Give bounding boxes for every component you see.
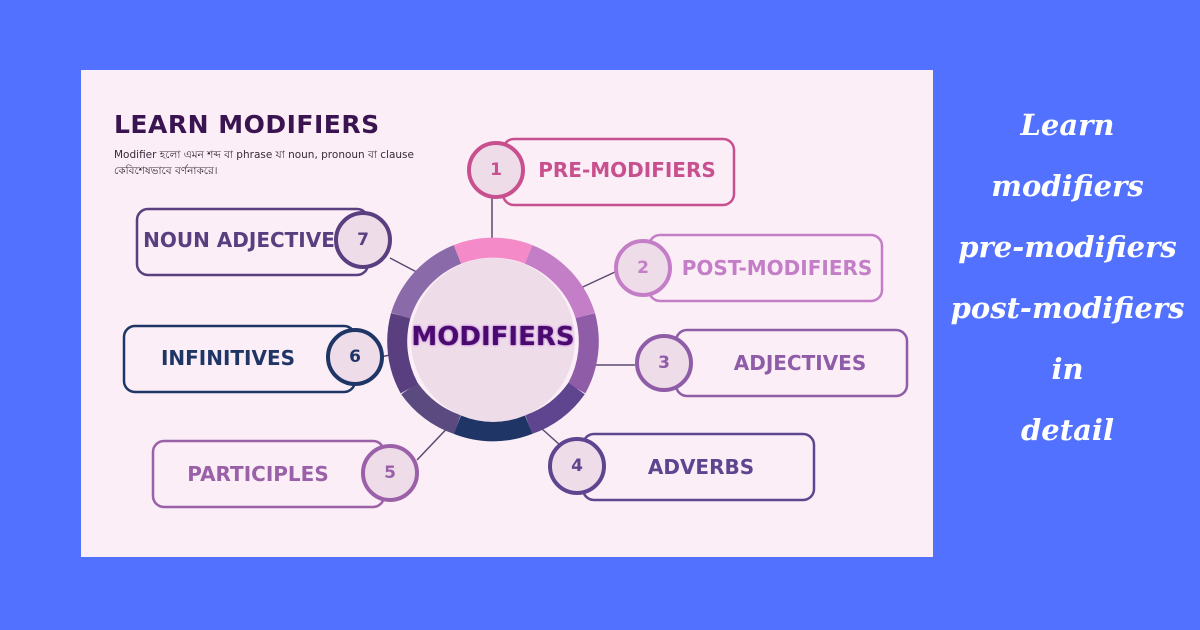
number-3: 3 (658, 353, 670, 373)
pill-1 (467, 137, 736, 207)
center-ring (387, 237, 599, 442)
label-noun-adjective: NOUN ADJECTIVE (143, 228, 335, 252)
label-participles: PARTICIPLES (187, 462, 329, 486)
label-infinitives: INFINITIVES (160, 346, 296, 370)
number-5: 5 (384, 463, 396, 483)
label-pre-modifiers: PRE-MODIFIERS (538, 158, 716, 182)
pill-7 (135, 207, 392, 277)
pill-2 (614, 233, 884, 303)
pill-3 (635, 328, 909, 398)
center-label: MODIFIERS (411, 322, 575, 352)
label-adjectives: ADJECTIVES (733, 351, 867, 375)
side-line-4: post-modifiers (950, 291, 1185, 325)
side-line-3: pre-modifiers (958, 230, 1177, 264)
side-caption: Learn modifiers pre-modifiers post-modif… (935, 95, 1200, 461)
pill-5 (151, 439, 419, 509)
pill-4 (548, 432, 816, 502)
label-adverbs: ADVERBS (647, 455, 755, 479)
side-line-6: detail (1021, 413, 1114, 447)
number-4: 4 (571, 456, 583, 476)
center-circle (411, 258, 575, 422)
number-1: 1 (490, 160, 502, 180)
number-2: 2 (637, 258, 649, 278)
pill-6 (122, 324, 384, 394)
card-title: LEARN MODIFIERS (114, 110, 380, 139)
number-7: 7 (357, 230, 369, 250)
side-line-1: Learn (1020, 108, 1115, 142)
side-line-5: in (1051, 352, 1084, 386)
label-post-modifiers: POST-MODIFIERS (681, 256, 873, 280)
number-6: 6 (349, 347, 361, 367)
card-description: Modifier হলো এমন শব্দ বা phrase যা noun,… (114, 149, 414, 177)
side-line-2: modifiers (991, 169, 1144, 203)
